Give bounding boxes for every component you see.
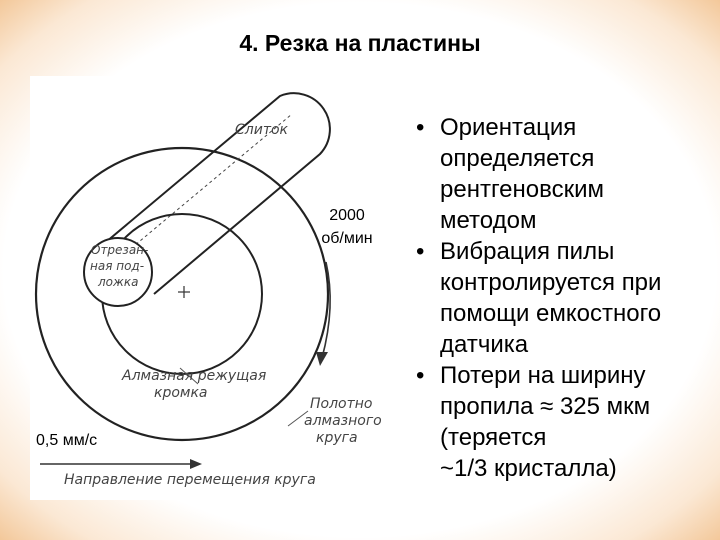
bullet-line: Потери на ширину	[440, 362, 646, 389]
bullet-line: пропила ≈ 325 мкм	[440, 393, 651, 420]
bullet-item: • Ориентация определяется рентгеновским …	[410, 112, 715, 236]
cut-wafer-circle	[83, 237, 153, 307]
bullet-line: определяется	[440, 145, 595, 172]
bullet-line: Ориентация	[440, 114, 577, 141]
diamond-edge-leader	[179, 367, 199, 385]
bullet-line: датчика	[440, 331, 529, 358]
blade-label-line2: алмазного	[304, 413, 382, 429]
rotation-speed-label: 2000 об/мин	[312, 204, 382, 250]
saw-blade-outer	[34, 146, 330, 442]
bullet-marker: •	[416, 114, 425, 141]
rotation-arrow-head	[316, 352, 328, 366]
bullet-marker: •	[416, 362, 425, 389]
blade-label-line1: Полотно	[310, 396, 372, 412]
bullet-line: контролируется при	[440, 269, 662, 296]
blade-label-line3: круга	[316, 430, 358, 446]
bullet-line: Вибрация пилы	[440, 238, 615, 265]
cut-wafer-label-line2: ная под-	[90, 259, 144, 273]
wafer-cutting-diagram: Слиток Отрезан- ная под- ложка Алмазная …	[30, 76, 410, 500]
slide-title: 4. Резка на пластины	[239, 30, 481, 56]
bullet-line: методом	[440, 207, 537, 234]
bullet-line: рентгеновским	[440, 176, 605, 203]
bullet-line: помощи емкостного	[440, 300, 662, 327]
bullet-item: • Потери на ширину пропила ≈ 325 мкм (те…	[410, 360, 715, 484]
diamond-edge-label-line1: Алмазная режущая	[121, 368, 266, 384]
blade-leader	[287, 410, 309, 427]
bullet-line: ~1/3 кристалла)	[440, 455, 617, 482]
direction-arrow-head	[190, 459, 202, 469]
ingot-shape	[105, 92, 331, 295]
bullet-marker: •	[416, 238, 425, 265]
rotation-arrow	[321, 261, 331, 359]
ingot-cut-line	[121, 113, 293, 257]
bullet-line: (теряется	[440, 424, 547, 451]
rpm-unit: об/мин	[321, 230, 373, 247]
ingot-label: Слиток	[235, 122, 289, 138]
diagram-drawing: Слиток Отрезан- ная под- ложка Алмазная …	[34, 92, 382, 488]
rpm-value: 2000	[329, 207, 365, 224]
direction-label: Направление перемещения круга	[64, 472, 316, 488]
bullet-list: • Ориентация определяется рентгеновским …	[410, 112, 715, 484]
diamond-edge-label-line2: кромка	[154, 385, 208, 401]
bullet-item: • Вибрация пилы контролируется при помощ…	[410, 236, 715, 360]
cut-wafer-label-line3: ложка	[97, 275, 138, 289]
cut-wafer-label-line1: Отрезан-	[91, 243, 148, 257]
feed-speed-label: 0,5 мм/с	[36, 432, 98, 449]
